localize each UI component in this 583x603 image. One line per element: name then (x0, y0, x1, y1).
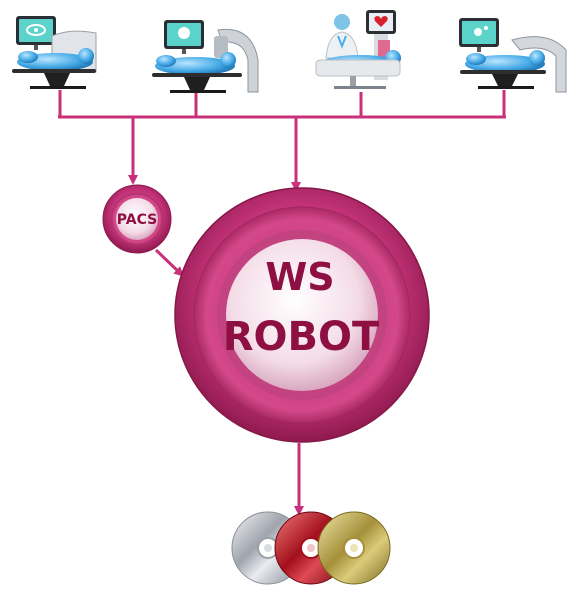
pacs-node: PACS (102, 184, 172, 254)
table-icon (12, 69, 96, 89)
table-icon (152, 73, 242, 93)
modality-x-ray-c-arm (152, 20, 259, 93)
x-ray-detector-icon (214, 36, 228, 58)
modality-ultrasound-station (315, 10, 401, 89)
disc-group (231, 511, 391, 585)
modality-mri-scanner (459, 18, 567, 93)
table-icon (460, 70, 546, 89)
robot-label-line2: ROBOT (223, 314, 380, 360)
pacs-label: PACS (117, 212, 157, 228)
ws-robot-node: WS ROBOT (174, 187, 430, 443)
patient-icon (465, 50, 545, 73)
table-icon (315, 59, 401, 89)
monitor-icon (16, 16, 56, 50)
pacs-to-robot-arrow (154, 248, 184, 277)
patient-icon (155, 52, 236, 75)
patient-icon (17, 48, 94, 71)
monitor-icon (164, 20, 204, 54)
monitor-icon (459, 18, 499, 52)
gold-disc-icon (317, 511, 391, 585)
connector-lines (58, 90, 506, 516)
mri-gantry-icon (511, 36, 567, 93)
c-arm-icon (217, 28, 259, 93)
robot-label-line1: WS (265, 255, 334, 299)
heart-monitor-icon (366, 10, 396, 80)
doctor-icon (325, 14, 359, 59)
modality-ct-scanner (12, 16, 97, 89)
